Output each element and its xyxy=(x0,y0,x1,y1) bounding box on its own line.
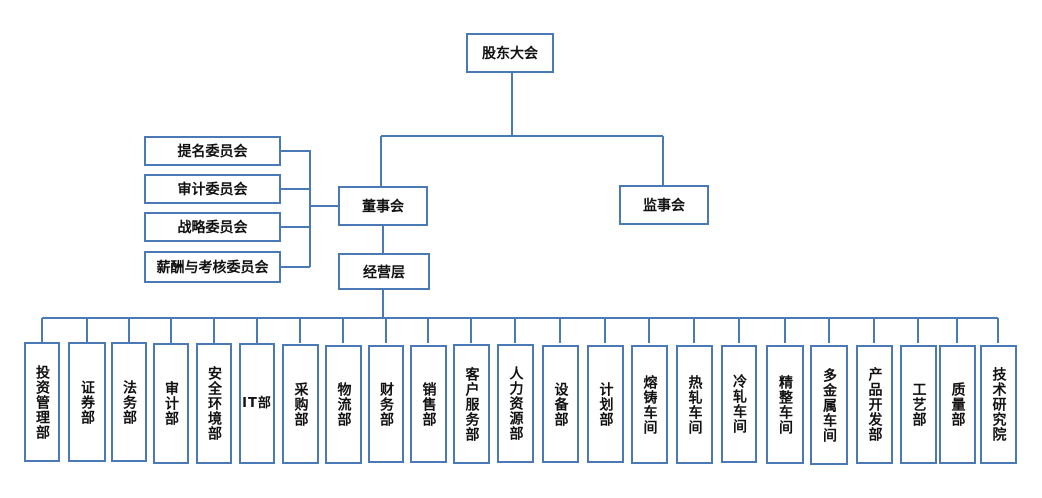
dept-box: 法务部 xyxy=(111,342,147,462)
dept-box: IT部 xyxy=(239,343,275,464)
dept-box: 计划部 xyxy=(587,345,624,463)
dept-box: 质量部 xyxy=(939,345,976,464)
dept-box: 审计部 xyxy=(153,343,189,464)
dept-box: 工艺部 xyxy=(900,345,937,464)
dept-box: 安全环境部 xyxy=(196,343,232,464)
dept-box: 热轧车间 xyxy=(676,345,713,464)
dept-box: 熔铸车间 xyxy=(631,345,668,464)
dept-box: 精整车间 xyxy=(766,345,804,464)
dept-box: 设备部 xyxy=(542,345,579,463)
dept-box: 财务部 xyxy=(368,345,404,463)
dept-box: 采购部 xyxy=(282,344,319,464)
dept-box: 证券部 xyxy=(68,342,106,462)
dept-box: 产品开发部 xyxy=(856,345,893,464)
dept-box: 投资管理部 xyxy=(24,342,60,462)
dept-box: 物流部 xyxy=(325,345,362,464)
dept-box: 多金属车间 xyxy=(810,345,848,465)
supervisors-box: 监事会 xyxy=(619,185,709,225)
dept-box: 技术研究院 xyxy=(980,345,1017,464)
dept-box: 客户服务部 xyxy=(453,344,490,464)
shareholders-meeting-box: 股东大会 xyxy=(466,33,554,73)
committee-compensation-box: 薪酬与考核委员会 xyxy=(144,251,281,283)
management-box: 经营层 xyxy=(338,253,430,290)
committee-nomination-box: 提名委员会 xyxy=(144,136,281,166)
dept-box: 销售部 xyxy=(410,345,447,463)
board-box: 董事会 xyxy=(338,186,428,226)
committee-audit-box: 审计委员会 xyxy=(144,174,281,204)
dept-box: 冷轧车间 xyxy=(721,345,757,463)
dept-box: 人力资源部 xyxy=(497,344,534,463)
committee-strategy-box: 战略委员会 xyxy=(144,212,281,242)
